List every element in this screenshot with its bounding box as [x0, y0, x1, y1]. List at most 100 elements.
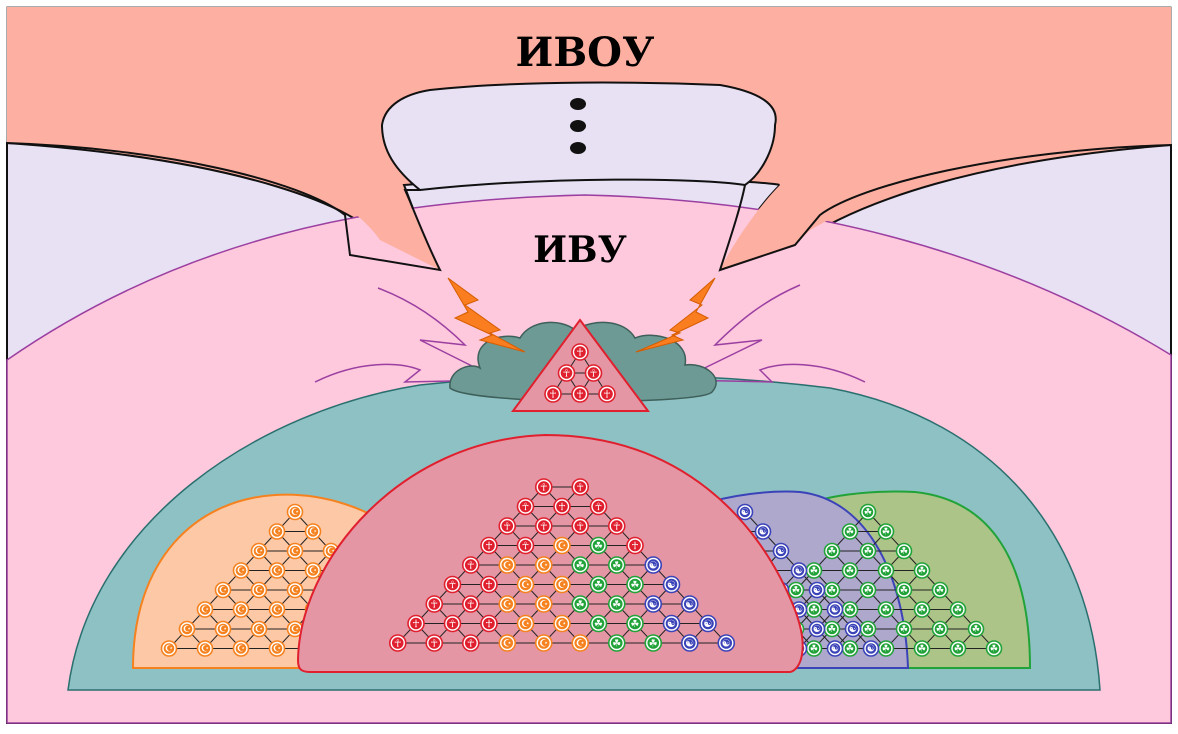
green-symbol-icon: ☘: [954, 644, 962, 655]
green-symbol-node: ☘: [931, 620, 949, 638]
green-symbol-icon: ☘: [900, 624, 908, 635]
green-symbol-icon: ☘: [882, 605, 890, 616]
green-node-fill: [970, 623, 982, 635]
green-symbol-icon: ☘: [864, 585, 872, 596]
blue-symbol-node: ☯: [644, 556, 663, 574]
orange-node-fill: [199, 643, 211, 654]
green-symbol-icon: ☘: [918, 566, 926, 577]
orange-symbol-icon: ☪: [309, 566, 317, 577]
red-symbol-icon: ☥: [431, 638, 438, 649]
orange-symbol-icon: ☪: [273, 644, 281, 655]
orange-symbol-node: ☪: [304, 523, 322, 540]
orange-symbol-node: ☪: [286, 542, 304, 560]
green-symbol-icon: ☘: [882, 644, 890, 655]
orange-symbol-icon: ☪: [273, 605, 281, 616]
red-symbol-icon: ☥: [576, 389, 583, 400]
red-node-fill: [410, 617, 422, 630]
blue-symbol-node: ☯: [754, 523, 772, 540]
blue-symbol-icon: ☯: [667, 619, 676, 630]
red-node-fill: [446, 578, 459, 591]
green-symbol-icon: ☘: [990, 644, 998, 655]
orange-node-fill: [199, 604, 211, 615]
blue-node-fill: [775, 545, 787, 557]
red-symbol-node: ☥: [534, 478, 553, 496]
blue-node-fill: [720, 637, 733, 649]
green-symbol-icon: ☘: [918, 605, 926, 616]
green-symbol-icon: ☘: [810, 605, 818, 616]
wisp-left-upper: [377, 287, 501, 381]
orange-symbol-node: ☪: [250, 620, 268, 638]
blue-symbol-icon: ☯: [649, 560, 658, 571]
orange-node-fill: [307, 565, 319, 576]
orange-node-fill: [289, 623, 301, 635]
blue-symbol-icon: ☯: [813, 585, 821, 596]
green-symbol-node: ☘: [823, 620, 841, 638]
green-symbol-icon: ☘: [576, 599, 585, 610]
green-node-fill: [844, 643, 856, 654]
orange-symbol-icon: ☪: [237, 566, 245, 577]
red-symbol-node: ☥: [461, 634, 480, 652]
red-node-fill: [629, 539, 641, 552]
red-node-fill: [464, 598, 477, 610]
red-symbol-icon: ☥: [549, 389, 556, 400]
green-symbol-icon: ☘: [864, 624, 872, 635]
red-node-fill: [501, 520, 514, 532]
blue-symbol-node: ☯: [826, 640, 844, 657]
green-symbol-node: ☘: [626, 575, 644, 594]
red-symbol-icon: ☥: [449, 619, 456, 630]
blue-symbol-node: ☯: [736, 503, 754, 521]
orange-symbol-node: ☪: [214, 620, 232, 638]
orange-node-fill: [537, 598, 550, 610]
orange-symbol-icon: ☪: [165, 644, 173, 655]
blue-symbol-node: ☯: [699, 614, 717, 633]
green-symbol-icon: ☘: [846, 566, 854, 577]
blue-symbol-icon: ☯: [704, 619, 713, 630]
orange-symbol-node: ☪: [553, 614, 571, 633]
wisp-right-lower: [679, 363, 866, 383]
orange-symbol-icon: ☪: [576, 638, 585, 649]
orange-symbol-icon: ☪: [255, 624, 263, 635]
green-symbol-node: ☘: [859, 620, 877, 638]
blue-symbol-node: ☯: [680, 634, 699, 652]
green-node-fill: [826, 623, 838, 635]
green-symbol-node: ☘: [589, 575, 608, 594]
green-symbol-icon: ☘: [918, 644, 926, 655]
orange-symbol-icon: ☪: [503, 638, 512, 649]
orange-symbol-node: ☪: [534, 595, 553, 613]
blue-symbol-icon: ☯: [831, 605, 839, 616]
green-node-fill: [934, 584, 946, 596]
green-node-fill: [610, 637, 623, 649]
green-symbol-node: ☘: [895, 620, 913, 638]
green-node-fill: [898, 584, 910, 596]
green-symbol-icon: ☘: [792, 585, 800, 596]
green-symbol-icon: ☘: [900, 546, 908, 557]
green-node-fill: [862, 506, 874, 518]
green-symbol-icon: ☘: [612, 560, 621, 571]
green-node-fill: [952, 604, 964, 615]
red-symbol-node: ☥: [584, 364, 603, 382]
orange-symbol-icon: ☪: [539, 638, 548, 649]
green-symbol-node: ☘: [841, 523, 859, 540]
green-node-fill: [592, 578, 605, 591]
green-symbol-icon: ☘: [612, 599, 621, 610]
orange-symbol-icon: ☪: [237, 605, 245, 616]
red-symbol-node: ☥: [626, 536, 644, 555]
red-symbol-icon: ☥: [449, 580, 456, 591]
green-node-fill: [880, 604, 892, 615]
red-node-fill: [428, 637, 441, 649]
blue-symbol-icon: ☯: [759, 527, 767, 538]
green-node-fill: [898, 545, 910, 557]
blue-symbol-node: ☯: [826, 601, 844, 618]
orange-node-fill: [501, 637, 514, 649]
orange-node-fill: [519, 578, 532, 591]
green-node-fill: [808, 604, 820, 615]
green-symbol-icon: ☘: [936, 585, 944, 596]
green-node-fill: [592, 539, 605, 552]
green-symbol-node: ☘: [805, 562, 823, 579]
green-node-fill: [610, 598, 623, 610]
green-symbol-node: ☘: [841, 562, 859, 579]
blue-symbol-icon: ☯: [741, 507, 749, 518]
blue-symbol-node: ☯: [772, 542, 790, 560]
red-symbol-icon: ☥: [577, 521, 584, 532]
red-symbol-icon: ☥: [467, 599, 474, 610]
